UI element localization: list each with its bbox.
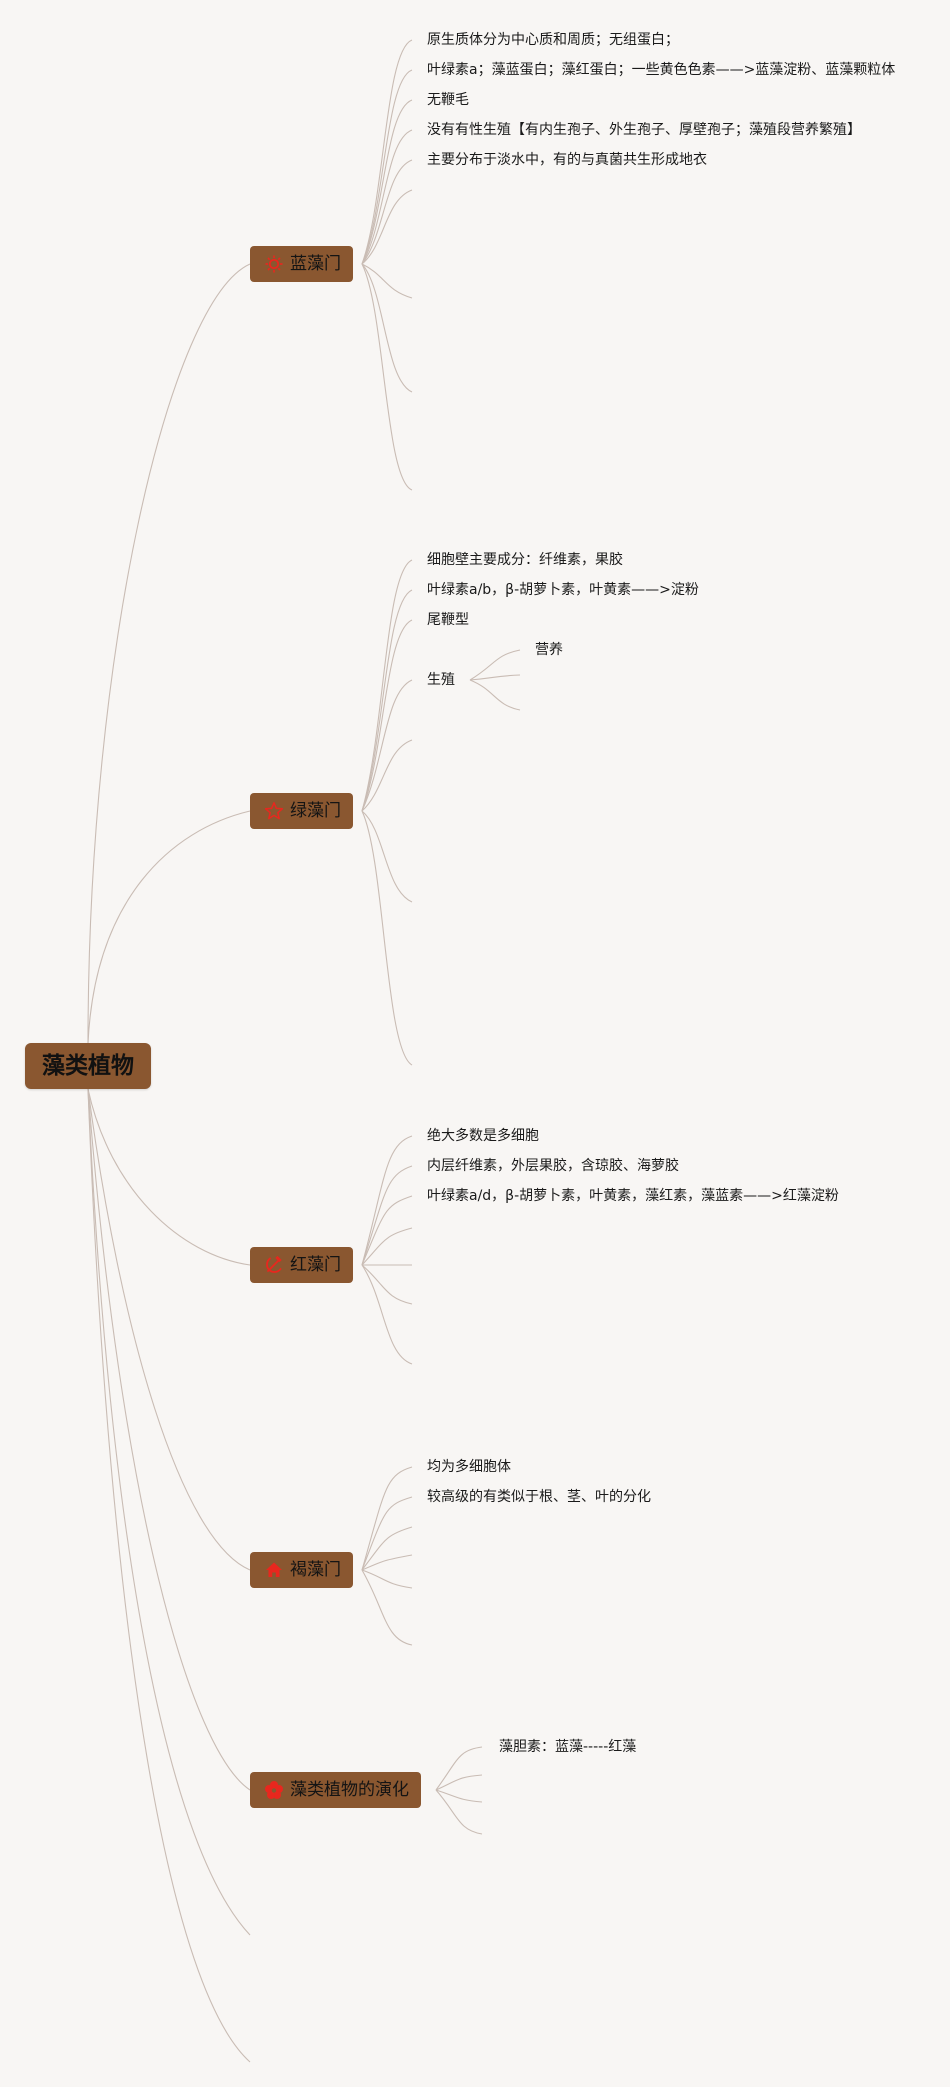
leaf-lvzao-4[interactable]: 生殖 <box>427 672 455 688</box>
branch-lanzao[interactable]: 蓝藻门 <box>250 246 353 282</box>
leaf-lvzao-3[interactable]: 尾鞭型 <box>427 612 469 628</box>
connector-lanzao-9 <box>361 263 413 491</box>
leaf-lanzao-1[interactable]: 原生质体分为中心质和周质；无组蛋白； <box>427 32 679 48</box>
connector-shengzhi-2 <box>469 674 521 681</box>
connector-root-lvzao <box>87 810 251 1044</box>
branch-label: 藻类植物的演化 <box>290 1780 409 1800</box>
leaf-yanhua-1[interactable]: 藻胆素：蓝藻-----红藻 <box>499 1739 637 1755</box>
connector-hezao-1 <box>361 1466 413 1571</box>
branch-label: 红藻门 <box>290 1255 341 1275</box>
connector-lvzao-2 <box>361 589 413 812</box>
leaf-hongzao-3[interactable]: 叶绿素a/d，β-胡萝卜素，叶黄素，藻红素，藻蓝素——>红藻淀粉 <box>427 1188 839 1204</box>
leaf-lanzao-5[interactable]: 主要分布于淡水中，有的与真菌共生形成地衣 <box>427 152 707 168</box>
sun-icon <box>264 254 284 274</box>
connector-root-empty-2 <box>87 1088 251 2063</box>
leaf-hezao-1[interactable]: 均为多细胞体 <box>427 1459 511 1475</box>
connector-yanhua-4 <box>435 1789 483 1835</box>
connector-hongzao-3 <box>361 1195 413 1266</box>
leaf-hongzao-2[interactable]: 内层纤维素，外层果胶，含琼胶、海萝胶 <box>427 1158 679 1174</box>
house-icon <box>264 1560 284 1580</box>
connector-yanhua-2 <box>435 1774 483 1791</box>
connector-hezao-2 <box>361 1496 413 1571</box>
branch-lvzao[interactable]: 绿藻门 <box>250 793 353 829</box>
connector-lvzao-3 <box>361 619 413 812</box>
flower-icon <box>264 1780 284 1800</box>
connector-root-hezao <box>87 1088 251 1571</box>
root-node[interactable]: 藻类植物 <box>25 1043 151 1089</box>
connector-hongzao-1 <box>361 1135 413 1266</box>
connector-yanhua-1 <box>435 1746 483 1791</box>
connector-hezao-4 <box>361 1554 413 1571</box>
connector-lanzao-5 <box>361 159 413 265</box>
leaf-hongzao-1[interactable]: 绝大多数是多细胞 <box>427 1128 539 1144</box>
branch-label: 蓝藻门 <box>290 254 341 274</box>
connector-lanzao-2 <box>361 69 413 265</box>
leaf-lanzao-2[interactable]: 叶绿素a；藻蓝蛋白；藻红蛋白；一些黄色色素——>蓝藻淀粉、蓝藻颗粒体 <box>427 62 896 78</box>
connector-lanzao-4 <box>361 129 413 265</box>
connector-lvzao-4 <box>361 679 413 812</box>
connector-hezao-3 <box>361 1526 413 1571</box>
branch-hongzao[interactable]: 红藻门 <box>250 1247 353 1283</box>
star-icon <box>264 801 284 821</box>
root-label: 藻类植物 <box>42 1053 134 1079</box>
connector-shengzhi-3 <box>469 679 521 711</box>
connector-lvzao-6 <box>361 810 413 903</box>
connector-yanhua-3 <box>435 1789 483 1803</box>
branch-label: 绿藻门 <box>290 801 341 821</box>
connector-hongzao-2 <box>361 1165 413 1266</box>
connector-lvzao-7 <box>361 810 413 1066</box>
leaf-lanzao-4[interactable]: 没有有性生殖【有内生孢子、外生孢子、厚壁孢子；藻殖段营养繁殖】 <box>427 122 861 138</box>
branch-yanhua[interactable]: 藻类植物的演化 <box>250 1772 421 1808</box>
leaf-hezao-2[interactable]: 较高级的有类似于根、茎、叶的分化 <box>427 1489 651 1505</box>
leaf-lanzao-3[interactable]: 无鞭毛 <box>427 92 469 108</box>
connector-hezao-5 <box>361 1569 413 1589</box>
connector-lanzao-7 <box>361 263 413 299</box>
connector-lvzao-5 <box>361 739 413 812</box>
connector-hezao-6 <box>361 1569 413 1646</box>
branch-hezao[interactable]: 褐藻门 <box>250 1552 353 1588</box>
connector-lanzao-1 <box>361 39 413 265</box>
connector-root-lanzao <box>87 263 251 1044</box>
connector-hongzao-6 <box>361 1264 413 1305</box>
connector-hongzao-4 <box>361 1227 413 1266</box>
connector-lanzao-8 <box>361 263 413 393</box>
connector-lanzao-3 <box>361 99 413 265</box>
connector-lvzao-1 <box>361 559 413 812</box>
leaf-lvzao-1[interactable]: 细胞壁主要成分：纤维素，果胶 <box>427 552 623 568</box>
connector-hongzao-7 <box>361 1264 413 1365</box>
leaf-lvzao-2[interactable]: 叶绿素a/b，β-胡萝卜素，叶黄素——>淀粉 <box>427 582 699 598</box>
branch-label: 褐藻门 <box>290 1560 341 1580</box>
connector-root-empty-1 <box>87 1088 251 1936</box>
hammer-sickle-icon <box>264 1255 284 1275</box>
connector-root-hongzao <box>87 1088 251 1266</box>
connector-shengzhi-1 <box>469 649 521 681</box>
leaf-shengzhi-yingyang[interactable]: 营养 <box>535 642 563 658</box>
connector-root-yanhua <box>87 1088 251 1791</box>
connector-lanzao-6 <box>361 189 413 265</box>
